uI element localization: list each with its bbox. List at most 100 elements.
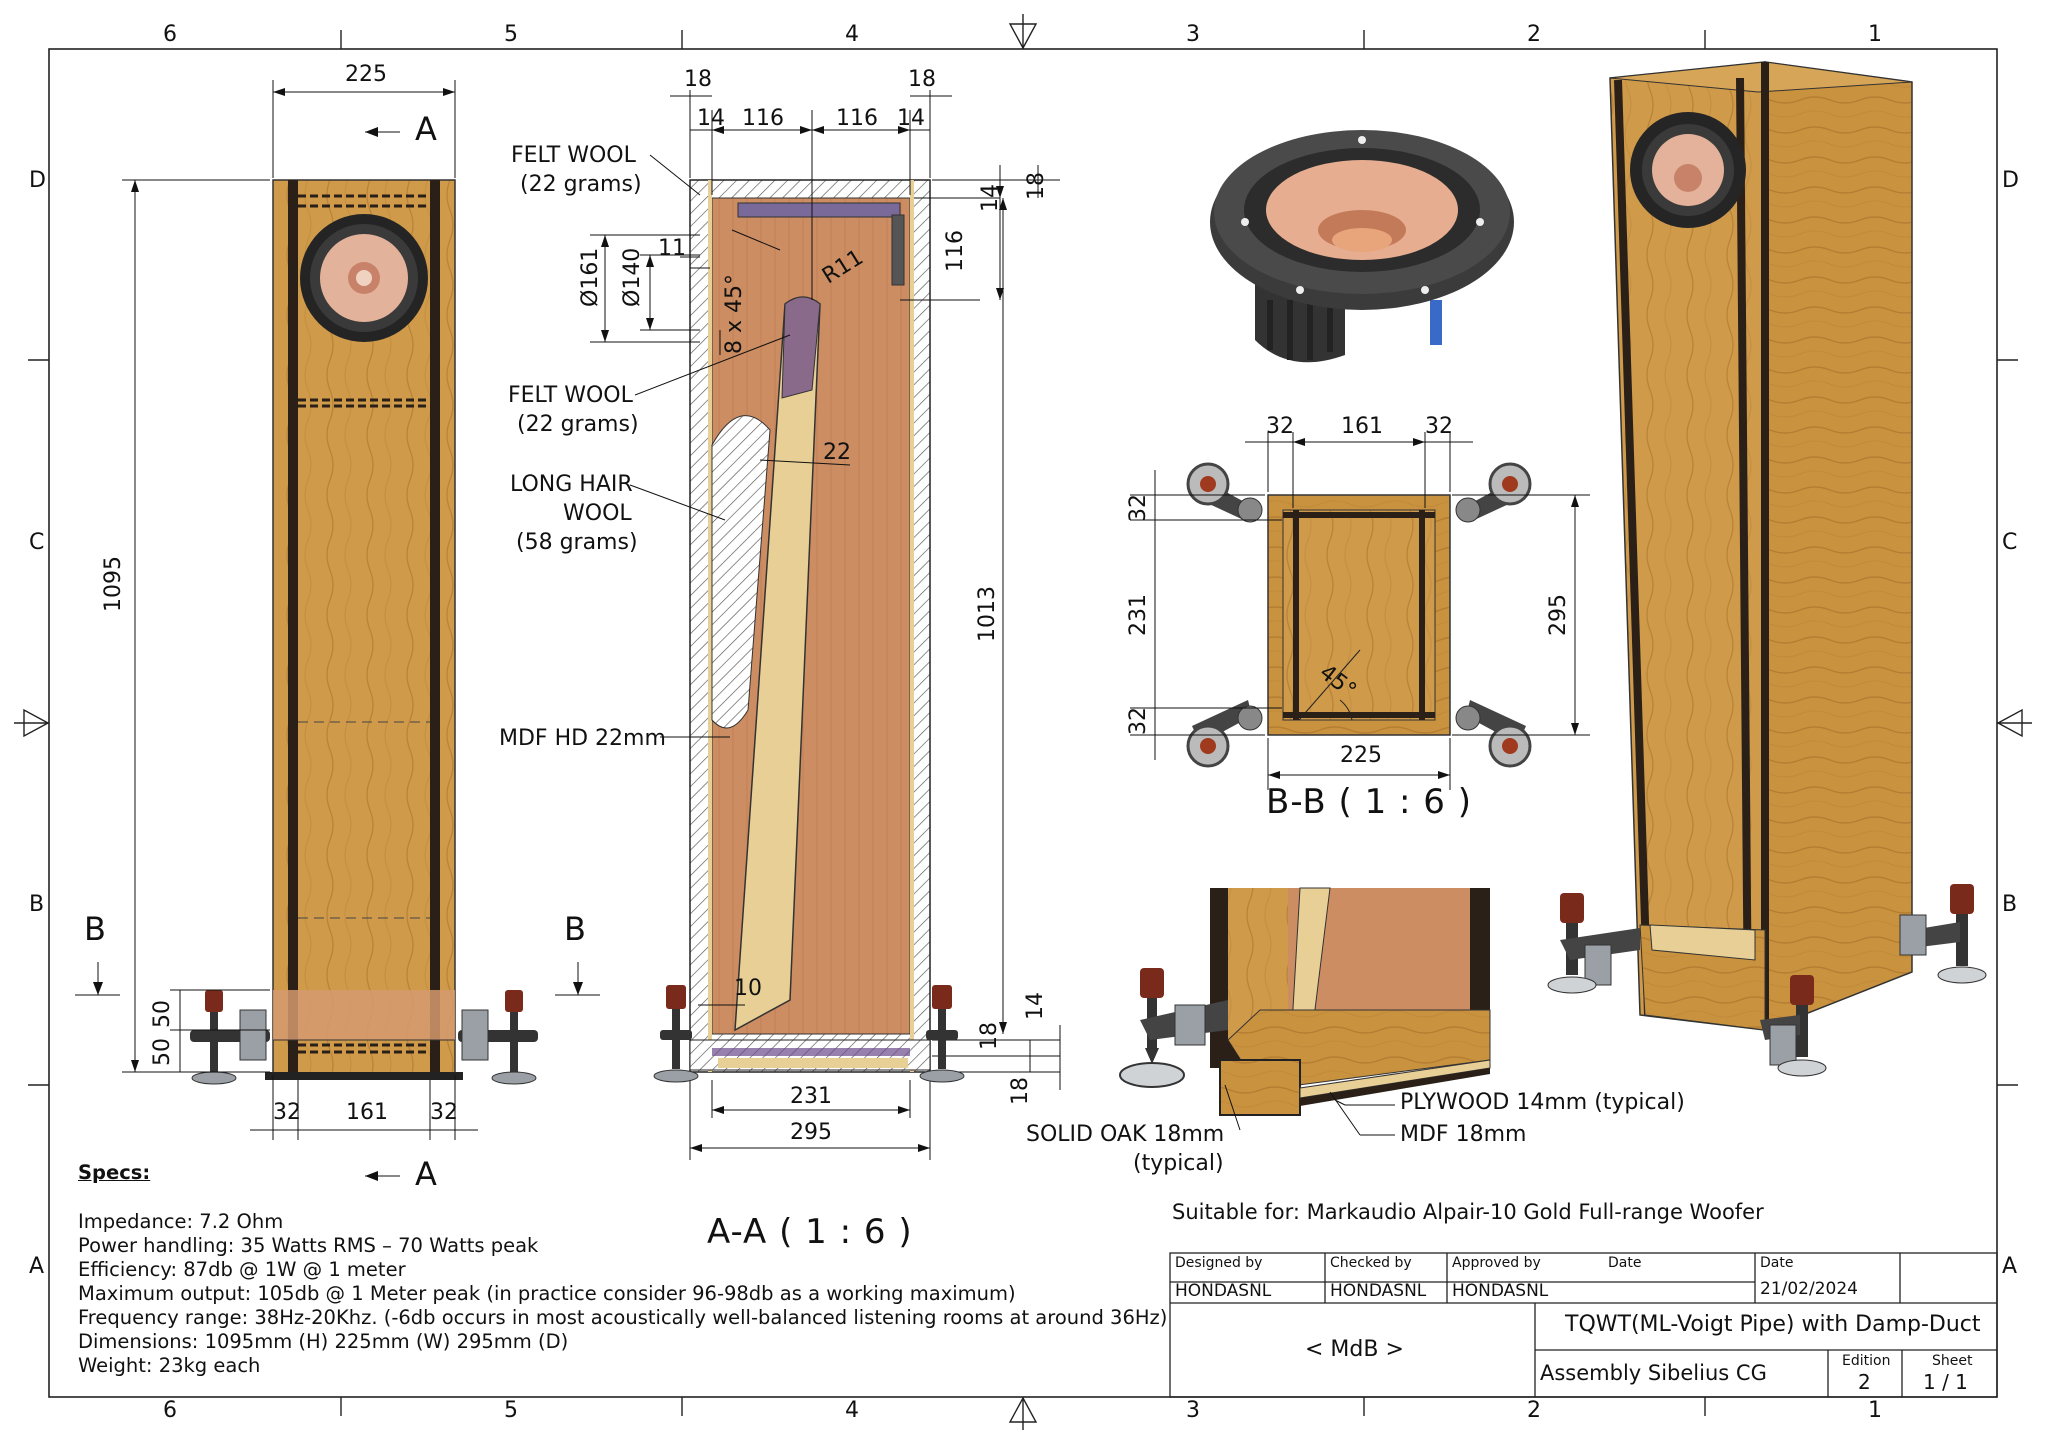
- suitable-for-line: Suitable for: Markaudio Alpair-10 Gold F…: [1172, 1200, 1764, 1224]
- tb-company: < MdB >: [1305, 1337, 1404, 1362]
- zone-col-top-4: 4: [845, 22, 859, 47]
- label-felt-wool-top: FELT WOOL: [511, 143, 636, 168]
- front-foot-dim-a: 50: [150, 1000, 175, 1028]
- label-long-hair-grams: (58 grams): [516, 530, 638, 555]
- zone-col-top-5: 5: [504, 22, 518, 47]
- label-felt-wool-top-grams: (22 grams): [520, 172, 642, 197]
- zone-col-bottom-2: 2: [1527, 1398, 1541, 1423]
- tb-designed-by-label: Designed by: [1175, 1255, 1263, 1271]
- aa-bottom-right-dim-18a: 18: [977, 1022, 1002, 1050]
- front-height-dim: 1095: [101, 556, 126, 612]
- front-bottom-dim-left: 32: [273, 1100, 301, 1125]
- aa-bottom-right-dim-14: 14: [1023, 992, 1048, 1020]
- label-long-hair: LONG HAIR: [510, 472, 633, 497]
- tb-date: 21/02/2024: [1760, 1279, 1858, 1299]
- section-bb-title: B-B ( 1 : 6 ): [1266, 782, 1472, 822]
- zone-col-bottom-1: 1: [1868, 1398, 1882, 1423]
- aa-side-dim-18: 18: [1024, 172, 1049, 200]
- spec-line-impedance: Impedance: 7.2 Ohm: [78, 1210, 284, 1233]
- front-bottom-dim-right: 32: [430, 1100, 458, 1125]
- bb-left-dim-32-bottom: 32: [1126, 707, 1151, 735]
- zone-col-bottom-3: 3: [1186, 1398, 1200, 1423]
- tb-checked-by: HONDASNL: [1330, 1281, 1427, 1301]
- zone-row-left-a: A: [29, 1254, 45, 1279]
- tb-approved-by-label: Approved by: [1452, 1255, 1541, 1271]
- aa-bottom-right-dim-18b: 18: [1008, 1077, 1033, 1105]
- spec-line-efficiency: Efficiency: 87db @ 1W @ 1 meter: [78, 1258, 406, 1281]
- spec-line-power: Power handling: 35 Watts RMS – 70 Watts …: [78, 1234, 539, 1257]
- aa-dim-11: 11: [658, 236, 686, 261]
- aa-dim-chamfer: 8 x 45°: [722, 274, 747, 354]
- front-view: [75, 80, 600, 1181]
- bb-feet: [1186, 462, 1532, 768]
- cabinet-render: [1547, 61, 1987, 1077]
- zone-col-top-3: 3: [1186, 22, 1200, 47]
- aa-side-dim-116: 116: [943, 230, 968, 272]
- tb-drawing-subtitle: Assembly Sibelius CG: [1540, 1361, 1767, 1385]
- label-plywood: PLYWOOD 14mm (typical): [1400, 1090, 1685, 1115]
- driver-render: [1210, 130, 1514, 363]
- aa-dim-diameter-140: Ø140: [620, 247, 645, 307]
- aa-long-hair-wool: [711, 415, 771, 729]
- aa-dim-panel-22: 22: [823, 440, 851, 465]
- spec-line-weight: Weight: 23kg each: [78, 1354, 261, 1377]
- aa-dim-gap-10: 10: [734, 976, 762, 1001]
- section-marker-a-top: A: [415, 110, 438, 148]
- corner-detail-render: [1119, 887, 1491, 1136]
- tb-date-label-approved: Date: [1608, 1255, 1642, 1271]
- zone-col-bottom-4: 4: [845, 1398, 859, 1423]
- zone-col-top-2: 2: [1527, 22, 1541, 47]
- title-block: [1169, 1252, 1998, 1398]
- spec-line-max-output: Maximum output: 105db @ 1 Meter peak (in…: [78, 1282, 1016, 1305]
- aa-dim-diameter-161: Ø161: [578, 247, 603, 307]
- label-felt-wool-mid: FELT WOOL: [508, 383, 633, 408]
- spec-line-frequency: Frequency range: 38Hz-20Khz. (-6db occur…: [78, 1306, 1168, 1329]
- zone-row-right-c: C: [2002, 530, 2018, 555]
- aa-right-foot: [919, 985, 965, 1083]
- bb-top-dim-32-right: 32: [1425, 414, 1453, 439]
- section-aa-view: [590, 90, 1061, 1160]
- aa-bottom-dim-231: 231: [790, 1084, 832, 1109]
- section-marker-a-bottom: A: [415, 1155, 438, 1193]
- front-foot-dim-b: 50: [150, 1038, 175, 1066]
- tb-designed-by: HONDASNL: [1175, 1281, 1272, 1301]
- front-width-dim: 225: [345, 62, 387, 87]
- detail-foot: [1119, 968, 1228, 1088]
- bb-bottom-dim-225: 225: [1340, 743, 1382, 768]
- zone-col-top-1: 1: [1868, 22, 1882, 47]
- tb-sheet: 1 / 1: [1923, 1370, 1968, 1394]
- aa-top-dim-18-left: 18: [684, 67, 712, 92]
- spec-line-dimensions: Dimensions: 1095mm (H) 225mm (W) 295mm (…: [78, 1330, 569, 1353]
- label-mdf-hd: MDF HD 22mm: [499, 726, 666, 751]
- centering-arrows: [14, 14, 2032, 1430]
- tb-drawing-title: TQWT(ML-Voigt Pipe) with Damp-Duct: [1565, 1312, 1981, 1337]
- render-feet: [1547, 884, 1987, 1077]
- front-left-foot: [190, 990, 270, 1085]
- section-marker-b-right: B: [564, 910, 587, 948]
- zone-row-right-d: D: [2002, 168, 2019, 193]
- section-bb-view: [1130, 432, 1590, 790]
- aa-top-dim-14-left: 14: [697, 106, 725, 131]
- front-right-foot: [458, 990, 538, 1085]
- tb-checked-by-label: Checked by: [1330, 1255, 1412, 1271]
- aa-top-dim-14-right: 14: [897, 106, 925, 131]
- zone-row-right-a: A: [2002, 1254, 2018, 1279]
- zone-row-left-b: B: [29, 892, 45, 917]
- bb-top-dim-32-left: 32: [1266, 414, 1294, 439]
- zone-col-bottom-5: 5: [504, 1398, 518, 1423]
- label-solid-oak-typical: (typical): [1133, 1151, 1224, 1176]
- tb-approved-by: HONDASNL: [1452, 1281, 1549, 1301]
- aa-left-foot: [653, 985, 699, 1083]
- aa-top-dim-18-right: 18: [908, 67, 936, 92]
- zone-col-top-6: 6: [163, 22, 177, 47]
- tb-sheet-label: Sheet: [1932, 1353, 1973, 1369]
- label-mdf-18: MDF 18mm: [1400, 1122, 1527, 1147]
- tb-edition-label: Edition: [1842, 1353, 1891, 1369]
- section-marker-b-left: B: [84, 910, 107, 948]
- aa-side-dim-14: 14: [978, 184, 1003, 212]
- label-long-hair-wool: WOOL: [563, 501, 632, 526]
- bb-left-dim-32-top: 32: [1126, 494, 1151, 522]
- section-aa-title: A-A ( 1 : 6 ): [707, 1212, 913, 1252]
- aa-top-dim-116-right: 116: [836, 106, 878, 131]
